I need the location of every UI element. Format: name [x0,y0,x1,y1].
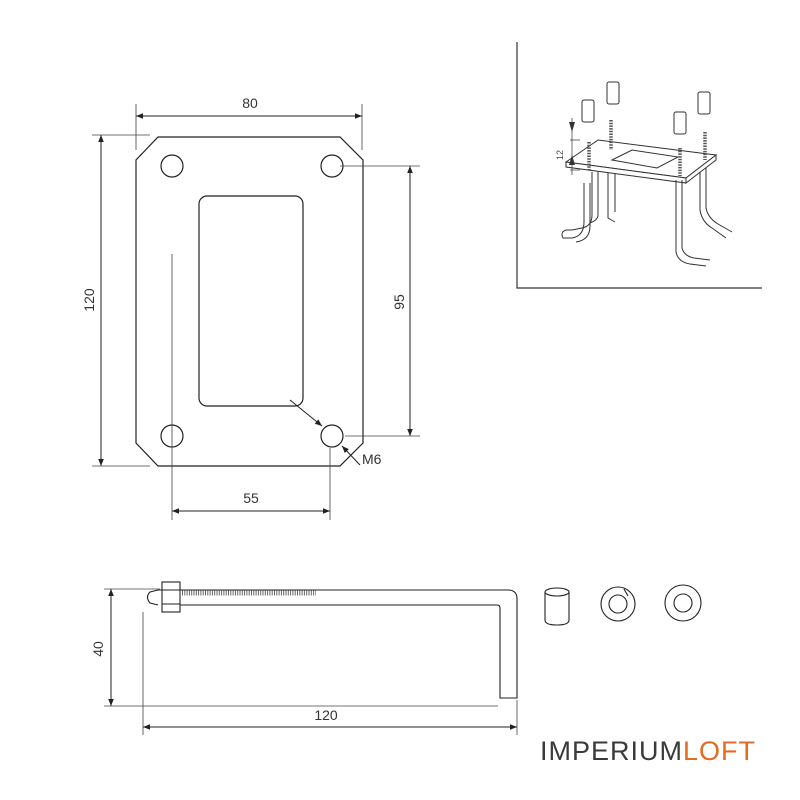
label-width-80: 80 [242,95,258,111]
bolt-nut [161,581,181,613]
iso-spacer-sleeves [581,81,711,135]
iso-threaded-studs [587,120,707,176]
plate-cutout [198,195,304,407]
label-bolt-height-40: 40 [90,641,106,657]
label-hole-horizontal-55: 55 [243,490,259,506]
dimension-lines [98,113,413,514]
m6-leader-lower [341,445,361,466]
label-hole-vertical-95: 95 [391,294,407,310]
m6-leader-upper [289,399,323,427]
isometric-inset: 12 [516,42,762,289]
brand-logo-part2: LOFT [683,736,757,766]
plate-outline [135,136,364,467]
brand-logo: IMPERIUMLOFT [540,735,756,767]
extension-lines [92,104,420,520]
flat-washer [664,584,702,622]
plate-top-view [135,136,364,467]
iso-plate-cutout [610,149,680,169]
hardware-parts [544,584,702,626]
hole-bottom-right [320,424,344,448]
bolt-body [158,589,518,699]
spacer-sleeve [544,587,570,626]
hole-top-right [320,154,344,178]
label-bolt-length-120: 120 [314,707,338,723]
hole-top-left [160,154,184,178]
iso-label-height-12: 12 [555,150,565,160]
spring-washer [600,586,636,622]
label-thread-m6: M6 [362,451,382,467]
isometric-assembly [561,81,733,267]
brand-logo-part1: IMPERIUM [540,736,683,766]
anchor-bolt-side-view [146,581,518,699]
inset-frame [516,42,762,289]
bolt-dimension-lines [108,589,517,730]
bolt-tip [146,589,159,606]
label-height-120: 120 [81,288,97,312]
